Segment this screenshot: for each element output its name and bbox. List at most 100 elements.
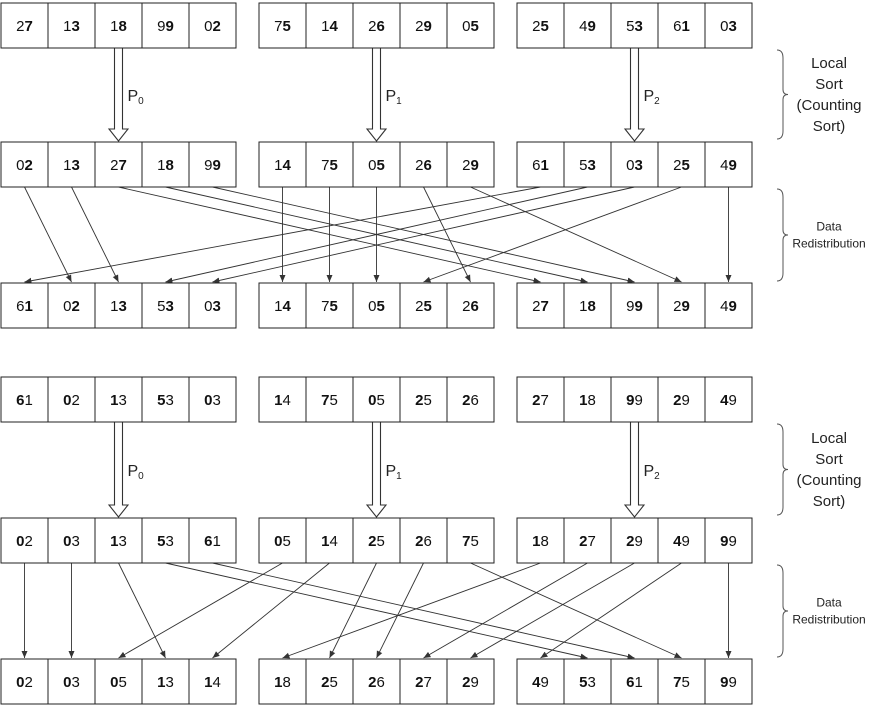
array-cell: 02 xyxy=(0,517,49,564)
cell-box xyxy=(305,2,354,49)
cell-value: 75 xyxy=(462,533,479,550)
digit: 2 xyxy=(16,18,24,35)
bracket xyxy=(776,564,789,658)
digit: 5 xyxy=(330,392,338,409)
cell-box xyxy=(47,376,96,423)
array-cell: 14 xyxy=(258,376,307,423)
local-sort-label: Sort xyxy=(815,451,843,468)
array-cell: 27 xyxy=(516,282,565,329)
active-digit: 4 xyxy=(720,392,729,409)
cell-value: 29 xyxy=(673,392,690,409)
digit: 3 xyxy=(588,674,596,691)
array-cell: 18 xyxy=(516,517,565,564)
cell-value: 26 xyxy=(462,392,479,409)
active-digit: 3 xyxy=(72,18,80,35)
array-cell: 26 xyxy=(446,376,495,423)
cell-box xyxy=(352,658,401,705)
cell-value: 99 xyxy=(720,533,737,550)
local-sort-arrow xyxy=(365,47,388,142)
local-sort-label: Sort) xyxy=(813,493,846,510)
array-cell: 13 xyxy=(94,517,143,564)
array-cell: 14 xyxy=(258,282,307,329)
active-digit: 1 xyxy=(110,392,118,409)
cell-box xyxy=(305,658,354,705)
digit: 3 xyxy=(72,533,80,550)
active-digit: 3 xyxy=(72,157,80,174)
active-digit: 7 xyxy=(119,157,127,174)
cell-box xyxy=(657,282,706,329)
digit: 3 xyxy=(72,674,80,691)
digit: 9 xyxy=(682,533,690,550)
cell-box xyxy=(47,141,96,188)
active-digit: 1 xyxy=(274,392,282,409)
digit: 2 xyxy=(673,157,681,174)
array-cell: 29 xyxy=(657,376,706,423)
cell-box xyxy=(305,376,354,423)
digit: 1 xyxy=(321,18,329,35)
array-cell: 99 xyxy=(141,2,190,49)
active-digit: 1 xyxy=(204,674,212,691)
digit: 7 xyxy=(424,674,432,691)
active-digit: 6 xyxy=(16,392,24,409)
digit: 6 xyxy=(424,533,432,550)
cell-box xyxy=(704,658,753,705)
digit: 2 xyxy=(368,18,376,35)
active-digit: 2 xyxy=(532,392,540,409)
cell-value: 99 xyxy=(157,18,174,35)
bracket xyxy=(776,188,789,282)
array-cell: 61 xyxy=(188,517,237,564)
local-sort-label: Local xyxy=(811,55,847,72)
digit: 2 xyxy=(415,298,423,315)
digit: 0 xyxy=(16,157,24,174)
cell-value: 27 xyxy=(579,533,596,550)
array-cell: 14 xyxy=(305,2,354,49)
redistribution-arrow xyxy=(165,186,588,284)
data-redistribution-label: Redistribution xyxy=(792,237,865,251)
cell-value: 18 xyxy=(532,533,549,550)
active-digit: 6 xyxy=(626,674,634,691)
cell-box xyxy=(446,517,495,564)
array-cell: 75 xyxy=(305,376,354,423)
redistribution-arrow xyxy=(423,186,471,283)
active-digit: 0 xyxy=(274,533,282,550)
cell-value: 25 xyxy=(368,533,385,550)
cell-box xyxy=(516,141,565,188)
array-cell: 05 xyxy=(446,2,495,49)
digit: 8 xyxy=(541,533,549,550)
processor-name: P xyxy=(386,463,397,480)
cell-value: 27 xyxy=(532,392,549,409)
digit: 0 xyxy=(462,18,470,35)
cell-value: 18 xyxy=(579,298,596,315)
side-annotations: LocalSort(CountingSort)DataRedistributio… xyxy=(776,49,866,658)
cell-box xyxy=(47,517,96,564)
data-redistribution-label: Redistribution xyxy=(792,613,865,627)
processor-index: 1 xyxy=(396,471,402,482)
active-digit: 2 xyxy=(213,18,221,35)
cell-value: 03 xyxy=(63,533,80,550)
digit: 9 xyxy=(471,674,479,691)
cell-box xyxy=(141,282,190,329)
data-redistribution-label: Data xyxy=(816,220,842,234)
digit: 2 xyxy=(673,298,681,315)
cell-box xyxy=(516,282,565,329)
cell-value: 25 xyxy=(415,298,432,315)
digit: 2 xyxy=(415,18,423,35)
cell-box xyxy=(141,376,190,423)
digit: 1 xyxy=(274,298,282,315)
active-digit: 2 xyxy=(673,392,681,409)
active-digit: 1 xyxy=(157,674,165,691)
processor-name: P xyxy=(128,88,139,105)
array-cell: 03 xyxy=(188,376,237,423)
array-cell: 13 xyxy=(47,2,96,49)
digit: 5 xyxy=(424,392,432,409)
active-digit: 9 xyxy=(720,674,728,691)
array-cell: 49 xyxy=(516,658,565,705)
digit: 0 xyxy=(626,157,634,174)
active-digit: 1 xyxy=(25,298,33,315)
redistribution-arrow xyxy=(24,186,541,284)
digit: 8 xyxy=(588,392,596,409)
